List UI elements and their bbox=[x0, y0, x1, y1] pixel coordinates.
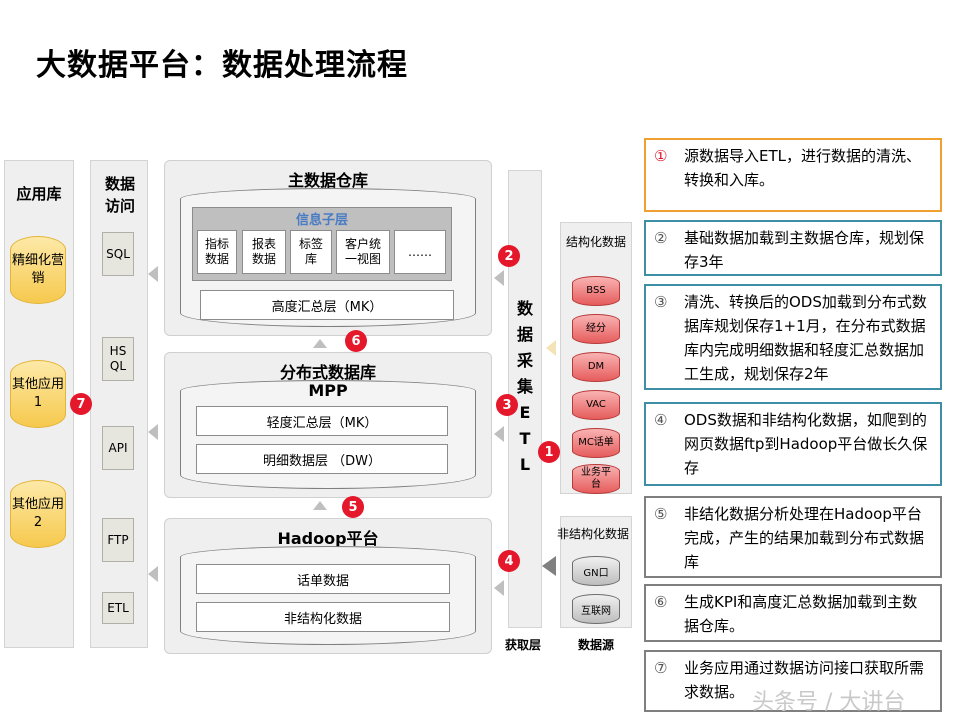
step-note-5: ⑤ 非结化数据分析处理在Hadoop平台完成，产生的结果加载到分布式数据库 bbox=[644, 496, 942, 578]
etl-column-label: 数 据 采 集 E T L bbox=[508, 296, 542, 478]
etl-char: 采 bbox=[516, 351, 533, 370]
app-cylinder-other-1: 其他应用1 bbox=[10, 360, 66, 428]
step-marker-1: 1 bbox=[538, 441, 560, 463]
step-note-number: ① bbox=[654, 147, 668, 165]
sub-box-report: 报表数据 bbox=[242, 230, 286, 274]
step-marker-6: 6 bbox=[345, 330, 367, 352]
source-analysis: 经分 bbox=[572, 314, 620, 344]
source-dm: DM bbox=[572, 352, 620, 382]
app-cylinder-marketing: 精细化营销 bbox=[10, 236, 66, 304]
unstructured-sources-title: 非结构化数据 bbox=[556, 527, 629, 541]
data-access-header: 数据访问 bbox=[104, 175, 135, 215]
step-note-number: ④ bbox=[654, 411, 668, 429]
step-note-text: 业务应用通过数据访问接口获取所需求数据。 bbox=[684, 659, 925, 701]
step-note-number: ⑥ bbox=[654, 593, 668, 611]
sub-box-tag: 标签库 bbox=[290, 230, 332, 274]
sub-box-indicator: 指标数据 bbox=[197, 230, 237, 274]
step-note-1: ① 源数据导入ETL，进行数据的清洗、转换和入库。 bbox=[644, 138, 942, 212]
step-note-number: ③ bbox=[654, 293, 668, 311]
source-internet: 互联网 bbox=[572, 594, 620, 624]
step-marker-3: 3 bbox=[496, 394, 518, 416]
distributed-db-title: 分布式数据库 bbox=[279, 363, 376, 382]
structured-sources-title: 结构化数据 bbox=[565, 235, 626, 249]
step-marker-4: 4 bbox=[498, 550, 520, 572]
acquisition-layer-label: 获取层 bbox=[505, 638, 542, 652]
detail-data-layer: 明细数据层 （DW） bbox=[196, 444, 448, 474]
main-warehouse-title: 主数据仓库 bbox=[287, 171, 368, 190]
interface-sql: SQL bbox=[102, 232, 134, 276]
etl-char: E bbox=[519, 403, 531, 422]
source-service-platform: 业务平台 bbox=[572, 464, 620, 494]
step-note-text: 清洗、转换后的ODS加载到分布式数据库规划保存1+1月，在分布式数据库内完成明细… bbox=[684, 293, 927, 383]
step-note-number: ② bbox=[654, 229, 668, 247]
arrow-dist-to-main bbox=[313, 339, 327, 348]
hadoop-title: Hadoop平台 bbox=[277, 529, 379, 548]
etl-char: 据 bbox=[516, 325, 533, 344]
step-note-number: ⑤ bbox=[654, 505, 668, 523]
etl-char: T bbox=[519, 429, 531, 448]
sub-box-customer-view: 客户统一视图 bbox=[336, 230, 390, 274]
arrow-storage-to-access-2 bbox=[148, 424, 158, 440]
step-marker-7: 7 bbox=[70, 393, 92, 415]
step-note-text: 生成KPI和高度汇总数据加载到主数据仓库。 bbox=[684, 593, 918, 635]
step-note-text: 源数据导入ETL，进行数据的清洗、转换和入库。 bbox=[684, 147, 921, 189]
step-note-text: 非结化数据分析处理在Hadoop平台完成，产生的结果加载到分布式数据库 bbox=[684, 505, 925, 571]
arrow-hadoop-to-dist bbox=[313, 501, 327, 510]
source-gn: GN口 bbox=[572, 556, 620, 586]
arrow-etl-to-hadoop bbox=[494, 580, 504, 596]
interface-etl: ETL bbox=[102, 592, 134, 624]
step-marker-2: 2 bbox=[498, 245, 520, 267]
step-marker-5: 5 bbox=[342, 496, 364, 518]
unstructured-data-layer: 非结构化数据 bbox=[196, 602, 450, 632]
source-mc-cdr: MC话单 bbox=[572, 428, 620, 458]
arrow-etl-to-main bbox=[494, 270, 504, 286]
step-note-text: ODS数据和非结构化数据，如爬到的网页数据ftp到Hadoop平台做长久保存 bbox=[684, 411, 928, 477]
light-summary-layer: 轻度汇总层（MK） bbox=[196, 406, 448, 436]
app-cylinder-other-2: 其他应用2 bbox=[10, 480, 66, 548]
source-bss: BSS bbox=[572, 276, 620, 306]
page-title: 大数据平台：数据处理流程 bbox=[36, 48, 408, 83]
high-summary-layer: 高度汇总层（MK） bbox=[200, 290, 454, 320]
step-note-number: ⑦ bbox=[654, 659, 668, 677]
etl-char: 数 bbox=[516, 299, 533, 318]
distributed-db-subtitle: MPP bbox=[308, 381, 348, 400]
watermark: 头条号 / 大讲台 bbox=[752, 690, 906, 715]
arrow-structured-to-etl bbox=[546, 340, 556, 356]
app-library-header: 应用库 bbox=[16, 185, 62, 203]
step-note-text: 基础数据加载到主数据仓库，规划保存3年 bbox=[684, 229, 925, 271]
step-note-2: ② 基础数据加载到主数据仓库，规划保存3年 bbox=[644, 220, 942, 276]
arrow-unstructured-to-etl bbox=[542, 556, 556, 576]
sub-box-more: …… bbox=[394, 230, 446, 274]
step-note-6: ⑥ 生成KPI和高度汇总数据加载到主数据仓库。 bbox=[644, 584, 942, 642]
cdr-data-layer: 话单数据 bbox=[196, 564, 450, 594]
step-note-3: ③ 清洗、转换后的ODS加载到分布式数据库规划保存1+1月，在分布式数据库内完成明… bbox=[644, 284, 942, 390]
arrow-storage-to-access-3 bbox=[148, 566, 158, 582]
interface-hsql: HSQL bbox=[102, 337, 134, 381]
arrow-etl-to-dist bbox=[494, 426, 504, 442]
info-sublayer-label: 信息子层 bbox=[295, 213, 348, 228]
data-source-label: 数据源 bbox=[578, 638, 615, 652]
etl-char: 集 bbox=[516, 377, 533, 396]
interface-ftp: FTP bbox=[102, 518, 134, 562]
step-note-4: ④ ODS数据和非结构化数据，如爬到的网页数据ftp到Hadoop平台做长久保存 bbox=[644, 402, 942, 486]
step-note-7: ⑦ 业务应用通过数据访问接口获取所需求数据。 bbox=[644, 650, 942, 712]
source-vac: VAC bbox=[572, 390, 620, 420]
interface-api: API bbox=[102, 426, 134, 470]
etl-char: L bbox=[519, 455, 531, 474]
arrow-storage-to-access-1 bbox=[148, 266, 158, 282]
